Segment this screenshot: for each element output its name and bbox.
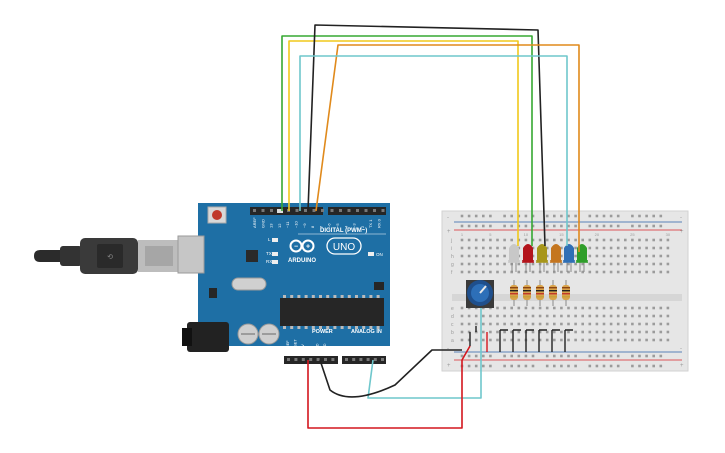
analog-header-label: ANALOG IN bbox=[351, 329, 382, 335]
row-letter: a bbox=[451, 338, 454, 344]
column-number: 1 bbox=[461, 232, 464, 237]
power-pin-label: 5V bbox=[308, 347, 312, 352]
column-number: 20 bbox=[595, 232, 600, 237]
brand-label: ARDUINO bbox=[288, 258, 316, 264]
digital-pin-label: ~11 bbox=[285, 221, 290, 228]
row-letter: f bbox=[451, 270, 453, 276]
digital-pin-label: AREF bbox=[252, 217, 257, 228]
column-number: 25 bbox=[630, 232, 635, 237]
analog-pin-label: A1 bbox=[350, 346, 355, 352]
usb-socket bbox=[177, 235, 205, 274]
power-header-label: POWER bbox=[312, 329, 333, 335]
row-letter: g bbox=[451, 262, 454, 268]
digital-pin-label: GND bbox=[260, 219, 265, 228]
column-number: 30 bbox=[666, 232, 671, 237]
resistors bbox=[510, 280, 570, 306]
digital-header-label: DIGITAL (PWM~) bbox=[320, 228, 367, 234]
digital-pin-label: ~10 bbox=[294, 220, 299, 228]
digital-pin-label: RX 0 bbox=[377, 218, 382, 228]
wire-yellow bbox=[288, 40, 519, 246]
digital-header bbox=[250, 207, 323, 215]
digital-pin-label: TX 1 bbox=[368, 219, 373, 228]
wire-orange bbox=[315, 44, 580, 252]
on-label: ON bbox=[376, 252, 383, 257]
svg-text:⟲: ⟲ bbox=[107, 254, 113, 261]
wire-black bbox=[307, 24, 546, 247]
svg-text:+: + bbox=[306, 244, 310, 251]
wire-red-bottom bbox=[307, 345, 471, 429]
wires bbox=[281, 24, 580, 429]
wire-cyan-top bbox=[299, 55, 568, 246]
rail-minus-bottom-r: - bbox=[680, 346, 682, 352]
usb-chip bbox=[246, 250, 258, 262]
led-orange[interactable] bbox=[550, 244, 562, 272]
arduino-logo: − + bbox=[289, 239, 315, 253]
led-white[interactable] bbox=[508, 244, 520, 272]
digital-pin-label: ~3 bbox=[352, 223, 357, 228]
digital-pin-label: 7 bbox=[318, 225, 323, 228]
led-tx-label: TX bbox=[266, 251, 272, 256]
analog-header bbox=[342, 356, 386, 364]
led-l-label: L bbox=[268, 237, 271, 242]
model-label: UNO bbox=[333, 242, 355, 253]
rail-minus-bottom: - bbox=[447, 346, 449, 352]
digital-pin-label: ~6 bbox=[327, 223, 332, 228]
led-rx-label: RX bbox=[266, 259, 272, 264]
ground-jumpers bbox=[469, 326, 573, 352]
power-jack bbox=[187, 322, 229, 352]
digital-pin-label: 13 bbox=[269, 223, 274, 228]
digital-pin-label: 2 bbox=[360, 225, 365, 228]
column-number: 10 bbox=[524, 232, 529, 237]
power-pin-label: RESET bbox=[293, 339, 297, 352]
digital-pin-label: 8 bbox=[310, 225, 315, 228]
rail-minus-top: - bbox=[447, 215, 449, 221]
potentiometer[interactable] bbox=[466, 280, 494, 308]
rail-plus-bottom-r: + bbox=[680, 363, 684, 369]
wire-black-bottom bbox=[319, 349, 462, 398]
power-pin-label: IOREF bbox=[286, 340, 290, 352]
power-pin-label: VIN bbox=[330, 345, 334, 352]
power-pin-label: 3.3V bbox=[301, 344, 305, 352]
rail-plus-top-r: + bbox=[680, 229, 684, 235]
digital-pin-label: 4 bbox=[343, 225, 348, 228]
digital-pin-label: ~9 bbox=[302, 223, 307, 228]
rail-plus-top: + bbox=[447, 229, 451, 235]
rail-minus-top-r: - bbox=[680, 215, 682, 221]
crystal bbox=[231, 277, 267, 291]
row-letter: e bbox=[451, 306, 454, 312]
svg-text:−: − bbox=[294, 244, 298, 251]
digital-pin-label: ~5 bbox=[335, 223, 340, 228]
digital-pin-label: 12 bbox=[277, 223, 282, 228]
analog-pin-label: A5 bbox=[379, 346, 384, 352]
column-number: 5 bbox=[489, 232, 492, 237]
row-letter: d bbox=[451, 314, 454, 320]
wire-green bbox=[281, 35, 533, 246]
led-red[interactable] bbox=[522, 244, 534, 272]
row-letter: c bbox=[451, 322, 454, 328]
rail-plus-bottom: + bbox=[447, 363, 451, 369]
power-pin-label: GND bbox=[316, 343, 320, 352]
row-letter: b bbox=[451, 330, 454, 336]
analog-pin-label: A2 bbox=[357, 346, 362, 352]
power-pin-label: GND bbox=[323, 343, 327, 352]
led-yellow[interactable] bbox=[536, 244, 548, 272]
column-number: 15 bbox=[559, 232, 564, 237]
atmega-chip bbox=[280, 298, 384, 326]
usb-cable: ⟲ bbox=[34, 238, 180, 274]
row-letter: i bbox=[451, 246, 452, 252]
analog-pin-label: A3 bbox=[365, 346, 370, 352]
analog-pin-label: A4 bbox=[372, 346, 377, 352]
led-blue[interactable] bbox=[563, 244, 575, 272]
wire-cyan-bottom bbox=[367, 308, 482, 399]
row-letter: j bbox=[450, 238, 452, 244]
row-letter: h bbox=[451, 254, 454, 260]
uno-badge bbox=[326, 237, 362, 255]
analog-pin-label: A0 bbox=[343, 346, 348, 352]
